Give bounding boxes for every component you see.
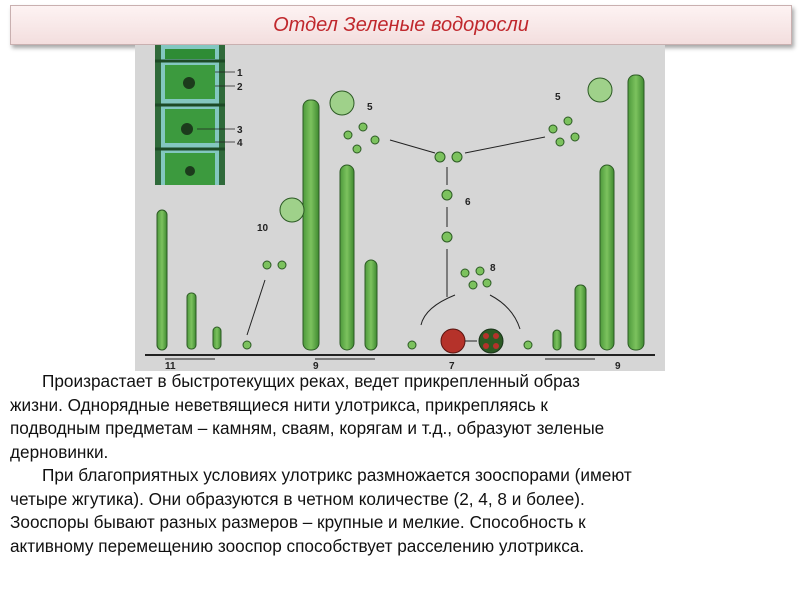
label-9-right: 9 — [615, 361, 621, 371]
label-2: 2 — [237, 82, 243, 93]
text-line-6: четыре жгутика). Они образуются в четном… — [10, 488, 585, 509]
zoosporangium-right — [587, 77, 613, 103]
label-4: 4 — [237, 138, 243, 149]
zoosporangium-top — [329, 90, 355, 116]
label-11: 11 — [165, 361, 176, 371]
label-7: 7 — [449, 361, 455, 371]
label-3: 3 — [237, 125, 243, 136]
text-line-1: Произрастает в быстротекущих реках, веде… — [42, 371, 580, 391]
text-line-7: Зооспоры бывают разных размеров – крупны… — [10, 512, 586, 532]
ulothrix-life-cycle-figure: 1 2 3 4 — [135, 45, 665, 371]
text-line-5: При благоприятных условиях улотрикс разм… — [42, 465, 632, 485]
label-10: 10 — [257, 223, 269, 234]
zygote-germination — [478, 328, 504, 354]
body-text: Произрастает в быстротекущих реках, веде… — [10, 370, 800, 558]
filament-detail-inset — [155, 45, 235, 185]
zoosporangium-left — [279, 197, 305, 223]
label-9-left: 9 — [313, 361, 319, 371]
zoospores — [242, 116, 580, 350]
label-6: 6 — [465, 197, 471, 208]
cycle-arrows — [165, 136, 595, 360]
page-title: Отдел Зеленые водоросли — [273, 14, 529, 36]
zygote — [440, 328, 466, 354]
title-banner: Отдел Зеленые водоросли — [10, 5, 792, 45]
label-5-right: 5 — [555, 92, 561, 103]
text-line-8: активному перемещению зооспор способству… — [10, 535, 585, 556]
text-line-2: жизни. Однорядные неветвящиеся нити улот… — [10, 394, 548, 415]
left-filaments — [156, 99, 378, 351]
label-5-left: 5 — [367, 102, 373, 113]
label-1: 1 — [237, 68, 243, 79]
right-filaments — [552, 74, 645, 351]
text-line-4: дерновинки. — [10, 441, 109, 462]
life-cycle-diagram: 1 2 3 4 — [145, 45, 655, 371]
label-8: 8 — [490, 263, 496, 274]
text-line-3: подводным предметам – камням, сваям, кор… — [10, 418, 605, 438]
